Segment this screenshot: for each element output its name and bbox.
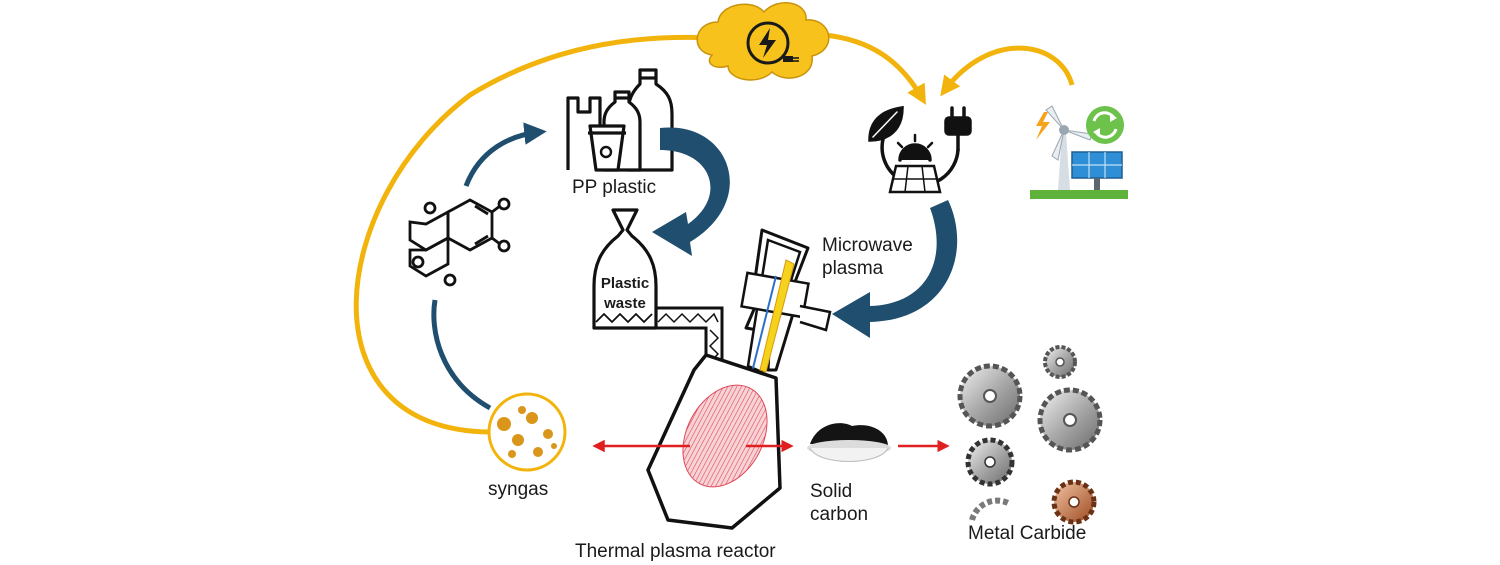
label-pp-plastic: PP plastic bbox=[572, 177, 657, 198]
plastic-bottles-icon bbox=[566, 68, 674, 172]
label-plastic-waste-line1: Plastic bbox=[600, 275, 650, 292]
label-reactor: Thermal plasma reactor bbox=[575, 541, 776, 562]
label-plastic-waste: Plastic waste bbox=[594, 274, 656, 314]
wind-solar-icon bbox=[1030, 105, 1128, 199]
plasma-zone bbox=[682, 384, 768, 488]
label-metal-carbide: Metal Carbide bbox=[968, 523, 1087, 544]
label-microwave-line1: Microwave bbox=[822, 235, 913, 256]
renewable-plug-icon bbox=[868, 105, 972, 194]
label-solid-carbon: Solid carbon bbox=[810, 480, 868, 526]
label-solid-carbon-line2: carbon bbox=[810, 504, 869, 525]
label-microwave-line2: plasma bbox=[822, 258, 884, 279]
syngas-particles-icon bbox=[487, 392, 567, 472]
arrow-pp-to-waste bbox=[652, 127, 730, 256]
screw-conveyor bbox=[656, 306, 724, 364]
arrow-syngas-to-molecule bbox=[431, 299, 492, 411]
label-solid-carbon-line1: Solid bbox=[810, 481, 853, 502]
label-plastic-waste-line2: waste bbox=[604, 295, 646, 312]
lightning-plug-icon bbox=[746, 21, 799, 65]
arrow-molecule-to-pp bbox=[463, 122, 547, 187]
carbon-powder-icon bbox=[807, 423, 891, 462]
plasma-flame bbox=[759, 259, 795, 373]
renewable-source-arrow bbox=[940, 45, 1075, 97]
arrow-renewable-to-microwave bbox=[832, 200, 958, 338]
energy-flow-loop bbox=[353, 34, 716, 435]
label-microwave-plasma: Microwave plasma bbox=[822, 234, 913, 280]
energy-cloud bbox=[696, 2, 830, 81]
thermal-plasma-reactor bbox=[646, 353, 782, 530]
microwave-torch bbox=[740, 228, 832, 374]
aromatic-molecule-icon bbox=[408, 197, 511, 287]
energy-flow-to-renewable bbox=[824, 32, 927, 105]
saw-blades-icon bbox=[957, 345, 1103, 525]
label-syngas: syngas bbox=[488, 479, 549, 500]
